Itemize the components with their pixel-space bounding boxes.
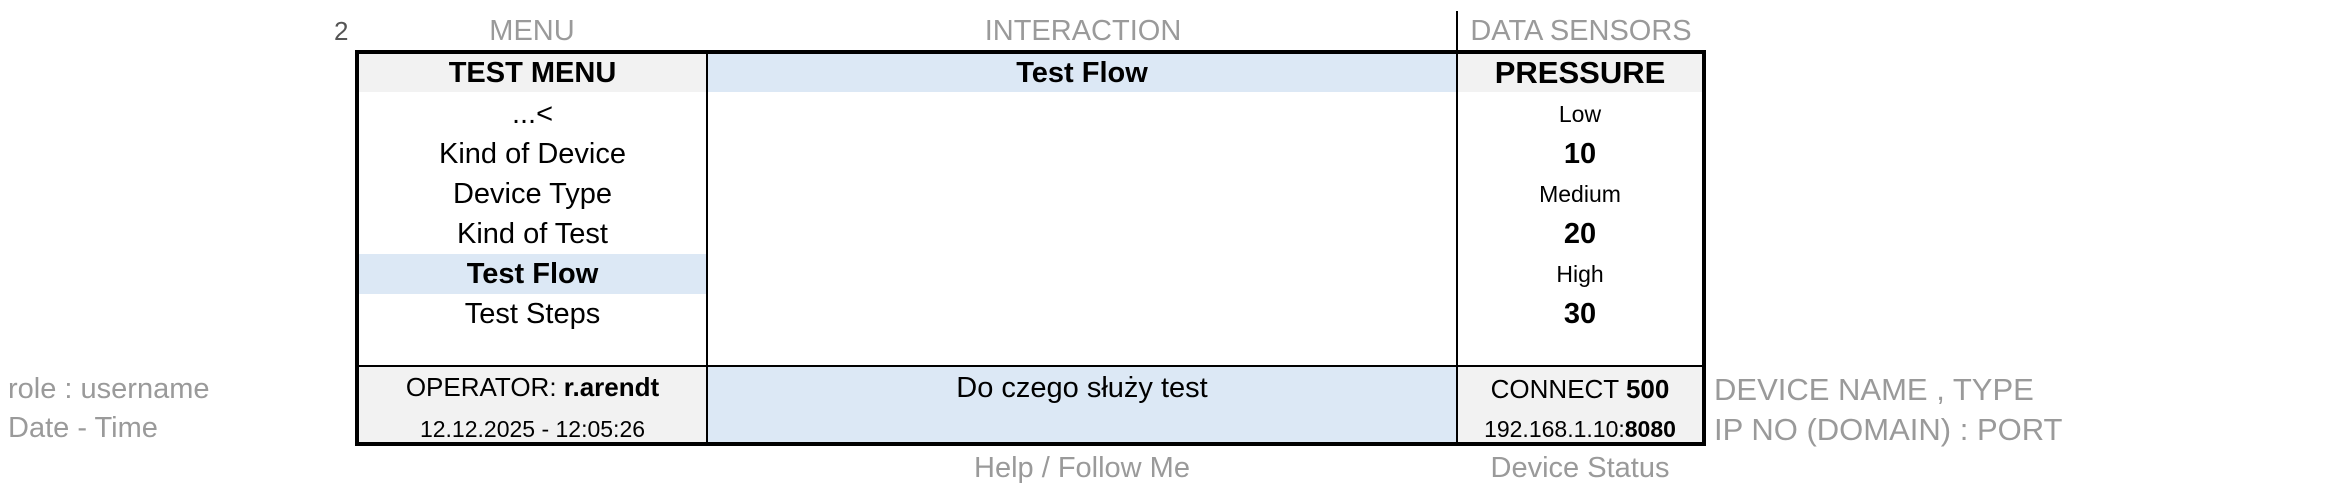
date-time: 12.12.2025 - 12:05:26: [419, 416, 646, 442]
header-divider: [1456, 11, 1458, 51]
menu-column-header: MENU: [489, 15, 575, 47]
help-panel: [708, 367, 1456, 442]
sensor-value-high: 30: [1563, 298, 1597, 330]
connection-line: CONNECT 500: [1458, 374, 1702, 405]
menu-title: TEST MENU: [359, 54, 706, 92]
ip-host: 192.168.1.10:: [1484, 416, 1625, 442]
menu-item-device-type[interactable]: Device Type: [452, 178, 613, 210]
interaction-title: Test Flow: [708, 54, 1456, 92]
operator-name: r.arendt: [563, 372, 660, 402]
annotation-help-follow-me: Help / Follow Me: [974, 452, 1190, 484]
operator-label: OPERATOR:: [405, 372, 564, 402]
footer-divider: [355, 365, 1706, 367]
sensor-value-medium: 20: [1563, 218, 1597, 250]
menu-item-test-flow[interactable]: Test Flow: [359, 254, 706, 294]
connect-label: CONNECT: [1490, 374, 1626, 404]
annotation-device-status: Device Status: [1490, 452, 1670, 484]
annotation-ip-port: IP NO (DOMAIN) : PORT: [1714, 412, 2063, 447]
connect-value: 500: [1625, 374, 1670, 404]
ip-address: 192.168.1.10:8080: [1458, 416, 1702, 443]
annotation-device-name-type: DEVICE NAME , TYPE: [1714, 372, 2034, 407]
annotation-role-username: role : username: [8, 373, 210, 405]
menu-item-kind-of-test[interactable]: Kind of Test: [456, 218, 608, 250]
operator-panel: [359, 367, 706, 442]
sensor-label-low: Low: [1558, 101, 1602, 127]
ip-port: 8080: [1624, 416, 1676, 442]
page-number: 2: [334, 16, 349, 46]
menu-divider: [706, 50, 708, 446]
interaction-column-header: INTERACTION: [984, 15, 1182, 47]
sensor-value-low: 10: [1563, 138, 1597, 170]
menu-item-kind-of-device[interactable]: Kind of Device: [439, 138, 626, 170]
device-status-panel: [1458, 367, 1702, 442]
sensor-label-medium: Medium: [1539, 181, 1621, 207]
sensor-title: PRESSURE: [1458, 54, 1702, 92]
help-text[interactable]: Do czego służy test: [956, 372, 1208, 404]
menu-item-back[interactable]: ...<: [511, 98, 554, 130]
sensors-divider: [1456, 50, 1458, 446]
sensor-label-high: High: [1556, 261, 1604, 287]
annotation-date-time: Date - Time: [8, 412, 158, 444]
menu-item-test-steps[interactable]: Test Steps: [464, 298, 601, 330]
operator-line: OPERATOR: r.arendt: [359, 372, 706, 403]
data-sensors-column-header: DATA SENSORS: [1470, 15, 1692, 47]
